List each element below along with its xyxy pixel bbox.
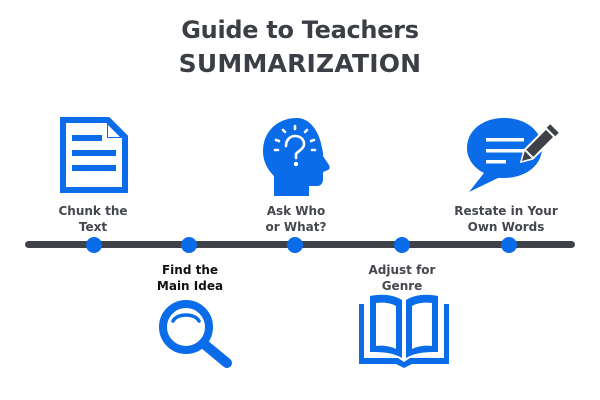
timeline-dot-3 — [287, 237, 303, 253]
step-label-chunk-the-text: Chunk the Text — [58, 204, 128, 234]
timeline-dot-1 — [86, 237, 102, 253]
head-question-icon — [263, 118, 330, 196]
page-subtitle: SUMMARIZATION — [178, 49, 422, 78]
step-label-ask-who-or-what: Ask Who or What? — [265, 204, 327, 234]
page-title: Guide to Teachers — [181, 16, 419, 44]
step-label-find-the-main-idea: Find the Main Idea — [156, 263, 224, 293]
step-label-restate-in-your-own-words: Restate in Your Own Words — [454, 204, 558, 234]
timeline-dot-5 — [501, 237, 517, 253]
magnifying-glass-icon — [159, 300, 232, 368]
speech-bubble-pencil-icon — [467, 118, 559, 192]
step-label-adjust-for-genre: Adjust for Genre — [368, 263, 436, 293]
open-book-icon — [359, 294, 449, 368]
timeline-dot-2 — [181, 237, 197, 253]
document-icon — [60, 117, 128, 193]
timeline-dot-4 — [394, 237, 410, 253]
